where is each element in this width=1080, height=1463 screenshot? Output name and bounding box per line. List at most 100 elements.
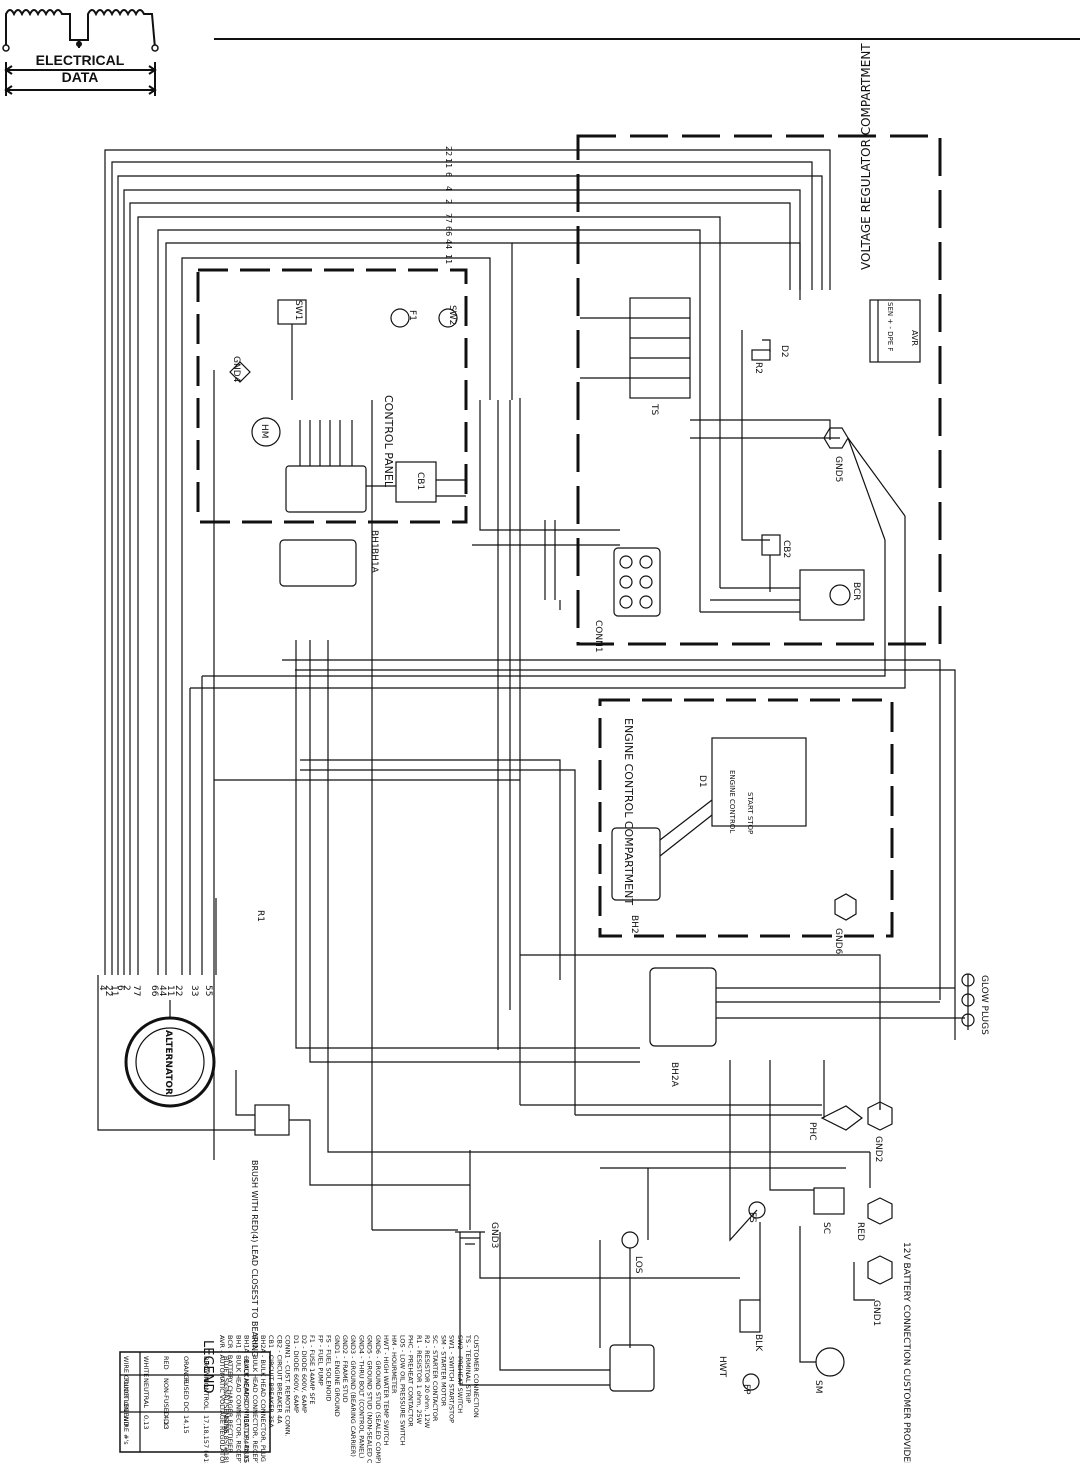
legend-item: SW1 - SWITCH START/STOP xyxy=(448,1335,456,1423)
component-label: BLK xyxy=(753,1334,763,1352)
component-label: RED xyxy=(855,1222,865,1241)
component-label: GND4 xyxy=(231,356,241,383)
legend-item: SM - STARTER MOTOR xyxy=(439,1335,447,1407)
page-title-line2: DATA xyxy=(61,69,99,85)
wire-number: 2 xyxy=(121,985,131,991)
legend-title: LEGEND xyxy=(200,1340,215,1393)
engine-control-title: ENGINE CONTROL COMPARTMENT xyxy=(622,718,635,905)
legend-item: GND6 - GROUND STUD (SEALED COMP) xyxy=(374,1335,382,1463)
component-label: CB1 xyxy=(415,472,425,490)
start-stop-label: START STOP xyxy=(746,792,754,834)
page-title: ELECTRICAL DATA xyxy=(20,52,140,86)
engine-control-board-label: ENGINE CONTROL xyxy=(728,770,736,833)
legend-table-cell: 17,18,157 (#18) xyxy=(202,1415,210,1463)
legend-item: BH1 - BULK HEAD CONNECTOR, RECEPTACLE (B… xyxy=(234,1335,242,1463)
legend-table-cell: FUSED DC xyxy=(182,1378,190,1412)
voltage-regulator-title: VOLTAGE REGULATOR COMPARTMENT xyxy=(859,43,873,270)
legend-table-cell: CONTROL xyxy=(202,1378,210,1410)
component-label: BH1A xyxy=(369,548,379,574)
alternator-leads xyxy=(189,370,906,1160)
header-rule xyxy=(214,38,1080,40)
component-label: BH2A xyxy=(669,1062,679,1088)
wire-number: 44 xyxy=(444,239,453,249)
bh1a-plug xyxy=(279,539,357,587)
legend-table-cell: 14,15 xyxy=(182,1415,190,1434)
legend-item: R2 - RESISTOR 20 ohm, 12W xyxy=(423,1335,431,1429)
wire-number: 22 xyxy=(444,146,453,156)
component-label: CB2 xyxy=(781,540,791,558)
legend-item: FS - FUEL SOLENOID xyxy=(325,1335,333,1401)
legend-item: FP - FUEL PUMP xyxy=(316,1335,324,1386)
component-label: LOS xyxy=(633,1256,643,1274)
component-label: BH1 xyxy=(369,530,379,549)
legend-item: CONN1 - CUST. REMOTE CONN. xyxy=(284,1335,292,1437)
wire-number: 44 xyxy=(157,985,167,997)
legend-item: GND5 - GROUND STUD (NON-SEALED COMP) xyxy=(366,1335,374,1463)
legend-item: D1 - DIODE 600V, 6AMP xyxy=(292,1335,300,1413)
control-panel-internals xyxy=(229,299,466,513)
legend-item: GND2 - FRAME STUD xyxy=(341,1335,349,1403)
wire-number: 11 xyxy=(444,158,453,168)
legend-table-cell: BLACK xyxy=(242,1356,250,1378)
legend-item: CB2 - CIRCUIT BREAKER 4A xyxy=(275,1335,283,1424)
legend-table-cell: 44,56,85(#18) xyxy=(222,1415,230,1463)
glow-plugs-label: GLOW PLUGS xyxy=(979,975,989,1035)
legend-item: BH1A - BULK HEAD CONNECTOR, PLUG (BLACK) xyxy=(243,1335,251,1463)
brush-note: BRUSH WITH RED(4) LEAD CLOSEST TO BEARIN… xyxy=(250,1160,259,1357)
legend-item: AVR - AUTOMATIC VOLTAGE REGULATOR xyxy=(218,1335,226,1463)
component-label: HWT xyxy=(717,1356,727,1378)
wire-number: 66 xyxy=(444,226,453,236)
legend-item: PHC - PREHEAT CONTACTOR xyxy=(407,1335,415,1427)
component-label: D2 xyxy=(779,345,789,358)
glow-plugs xyxy=(961,973,975,1030)
component-label: F1 xyxy=(407,310,417,321)
component-label: GND5 xyxy=(833,456,843,482)
legend-item: HWT - HIGH WATER TEMP SWITCH xyxy=(382,1335,390,1446)
legend-table-cell: NEUTRAL xyxy=(142,1378,150,1408)
wire-number: 33 xyxy=(189,985,199,996)
component-label: GND3 xyxy=(489,1222,499,1248)
wire-number: 11 xyxy=(109,985,119,996)
legend-table-cell: NON-FUSED DC xyxy=(162,1378,170,1429)
component-label: GND6 xyxy=(833,928,843,955)
legend-table-cell: 4,13 xyxy=(162,1415,170,1429)
component-label: GND2 xyxy=(873,1136,883,1162)
legend-table-header: FUNCTION xyxy=(122,1378,130,1412)
wire-color-table xyxy=(119,1351,271,1453)
engine-control-internals xyxy=(611,737,857,921)
legend-table-cell: AC/MISC xyxy=(242,1378,250,1406)
control-panel-title: CONTROL PANEL xyxy=(382,395,395,488)
wire-number: 22 xyxy=(173,985,183,996)
wire-number: 6 xyxy=(115,985,125,991)
avr-terminals: SEN + - DPE F xyxy=(886,302,894,351)
legend-table-cell: WHITE xyxy=(142,1356,150,1377)
legend-table-cell: ORANGE xyxy=(182,1356,190,1384)
component-label: TS xyxy=(649,403,659,415)
legend-table-cell: RED xyxy=(162,1356,170,1370)
legend-item: R1 - RESISTOR 1 ohm, 25W xyxy=(415,1335,423,1425)
legend-item: BH2A - BULK HEAD CONNECTOR, PLUG (GRAY) xyxy=(259,1335,267,1463)
wire-number: 77 xyxy=(131,985,141,996)
legend-item: CUSTOMER CONNECTION xyxy=(472,1335,480,1418)
voltage-regulator-compartment xyxy=(576,134,942,646)
component-label: R1 xyxy=(255,910,265,922)
legend-item: GND4 - THRU BOLT (CONTROL PANEL) xyxy=(357,1335,365,1458)
control-panel-compartment xyxy=(196,268,468,524)
component-label: FS xyxy=(747,1212,757,1223)
wire-number: 55 xyxy=(203,985,213,996)
legend-item: SC - STARTER CONTACTOR xyxy=(431,1335,439,1422)
wire-number: 2 xyxy=(444,199,453,204)
component-label: FP xyxy=(741,1384,751,1395)
component-label: PHC xyxy=(807,1122,817,1140)
legend-item: GND3 - GROUND (BEARING CARRIER) xyxy=(349,1335,357,1457)
legend-item: F1 - FUSE 14AMP SFE xyxy=(308,1335,316,1404)
legend-table-header: WIRE COLOR LEGEND xyxy=(122,1356,130,1427)
regulator-internals xyxy=(580,297,921,621)
page-title-line1: ELECTRICAL xyxy=(35,52,125,68)
legend-item: CB1 - CIRCUIT BREAKER 35A xyxy=(267,1335,275,1428)
component-label: SW1 xyxy=(293,300,303,320)
